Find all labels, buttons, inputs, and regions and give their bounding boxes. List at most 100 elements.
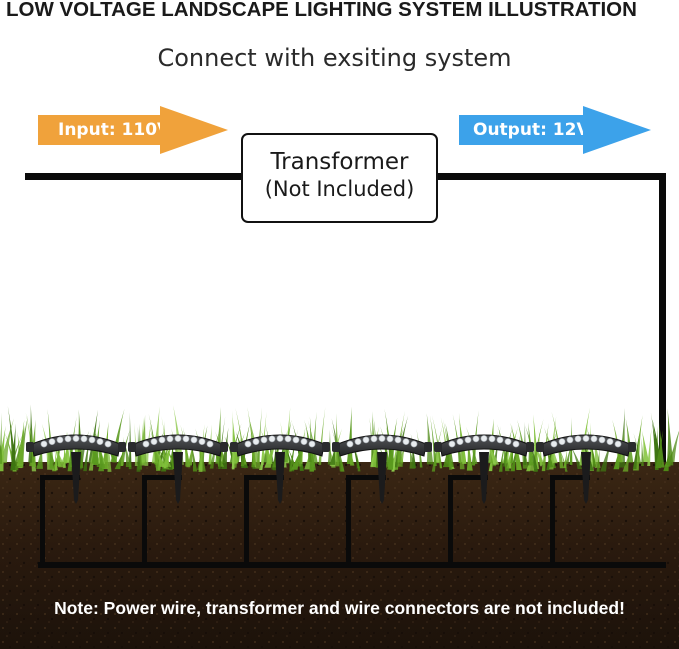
underground-wiring: [38, 475, 666, 568]
grass-blade: [632, 432, 640, 470]
grass-blade: [291, 445, 304, 470]
drop-wire: [40, 475, 45, 565]
led: [606, 438, 614, 445]
grass-blade: [569, 444, 583, 470]
grass-blade: [622, 449, 631, 472]
led: [88, 436, 96, 444]
led: [158, 436, 166, 444]
output-wire: [436, 173, 666, 180]
grass-blade: [120, 436, 124, 466]
led: [558, 438, 566, 445]
input-wire: [25, 173, 243, 180]
soil-texture: [0, 462, 679, 649]
grass-blade: [0, 412, 3, 464]
led: [402, 438, 410, 445]
transformer-box: Transformer (Not Included): [241, 133, 438, 223]
grass-blade: [532, 418, 544, 465]
grass-blade: [647, 426, 652, 467]
grass-blade: [157, 445, 162, 470]
drop-wire: [448, 475, 453, 565]
connector-wire: [40, 475, 80, 480]
led: [378, 435, 386, 442]
grass-blade: [487, 446, 497, 465]
led: [480, 435, 488, 442]
led: [252, 438, 260, 445]
grass-blade: [63, 436, 66, 468]
light-bracket-right: [322, 442, 330, 452]
light-stake: [377, 452, 387, 504]
led: [142, 440, 150, 448]
grass-blade: [231, 410, 235, 470]
led: [72, 435, 80, 442]
connector-wire: [550, 475, 590, 480]
light-bracket-right: [424, 442, 432, 452]
grass-blade: [510, 435, 515, 464]
led: [104, 440, 112, 448]
input-arrow-label: Input: 110V: [38, 115, 170, 145]
grass-blade: [92, 420, 100, 465]
led: [448, 440, 456, 448]
disclaimer-note: Note: Power wire, transformer and wire c…: [54, 598, 625, 618]
light-bracket-left: [332, 442, 340, 452]
led: [206, 440, 214, 448]
connector-wire: [448, 475, 488, 480]
led: [308, 440, 316, 448]
light-bracket-left: [128, 442, 136, 452]
grass-blade: [98, 450, 105, 472]
light-bracket-right: [118, 442, 126, 452]
led: [550, 440, 558, 448]
led: [300, 438, 308, 445]
grass-blade: [7, 406, 17, 466]
grass-blade: [289, 429, 299, 472]
led: [472, 435, 480, 443]
light-bracket-left: [26, 442, 34, 452]
led: [182, 435, 190, 443]
led: [410, 440, 418, 448]
led: [590, 435, 598, 443]
grass-blade: [163, 434, 175, 469]
grass-blade: [531, 440, 545, 465]
connector-wire: [142, 475, 182, 480]
light-stake: [479, 452, 489, 504]
landscape-light: [434, 434, 534, 504]
underground-bus-wire: [38, 562, 666, 568]
drop-wire: [142, 475, 147, 565]
drop-wire: [244, 475, 249, 565]
led: [362, 436, 370, 444]
input-arrow: Input: 110V: [38, 106, 228, 154]
grass-blade: [221, 427, 229, 470]
light-bracket-left: [434, 442, 442, 452]
ground-scene: Note: Power wire, transformer and wire c…: [0, 400, 679, 649]
grass-blade: [114, 450, 124, 470]
output-arrow-label: Output: 12V-24V: [459, 115, 632, 145]
landscape-light: [536, 434, 636, 504]
light-stake: [173, 452, 183, 504]
ground-illustration: [0, 404, 679, 649]
light-bracket-right: [628, 442, 636, 452]
grass-blade: [655, 430, 664, 469]
grass-blade: [128, 412, 132, 470]
grass-blade: [287, 447, 296, 466]
page-title: LOW VOLTAGE LANDSCAPE LIGHTING SYSTEM IL…: [6, 0, 637, 21]
light-bracket-left: [230, 442, 238, 452]
led: [456, 438, 464, 445]
grass-blade: [666, 408, 674, 466]
led: [394, 436, 402, 444]
landscape-light: [230, 434, 330, 504]
led: [496, 436, 504, 444]
led: [566, 436, 574, 444]
output-arrow-head: [583, 106, 651, 154]
led: [574, 435, 582, 443]
transformer-note: (Not Included): [264, 177, 415, 201]
led: [166, 435, 174, 443]
grass-blade: [431, 415, 443, 469]
led: [96, 438, 104, 445]
led: [504, 438, 512, 445]
grass-blade: [641, 430, 650, 463]
landscape-light: [332, 434, 432, 504]
led: [276, 435, 284, 442]
led: [174, 435, 182, 442]
grass-blade: [429, 415, 437, 466]
led: [292, 436, 300, 444]
landscape-light: [128, 434, 228, 504]
